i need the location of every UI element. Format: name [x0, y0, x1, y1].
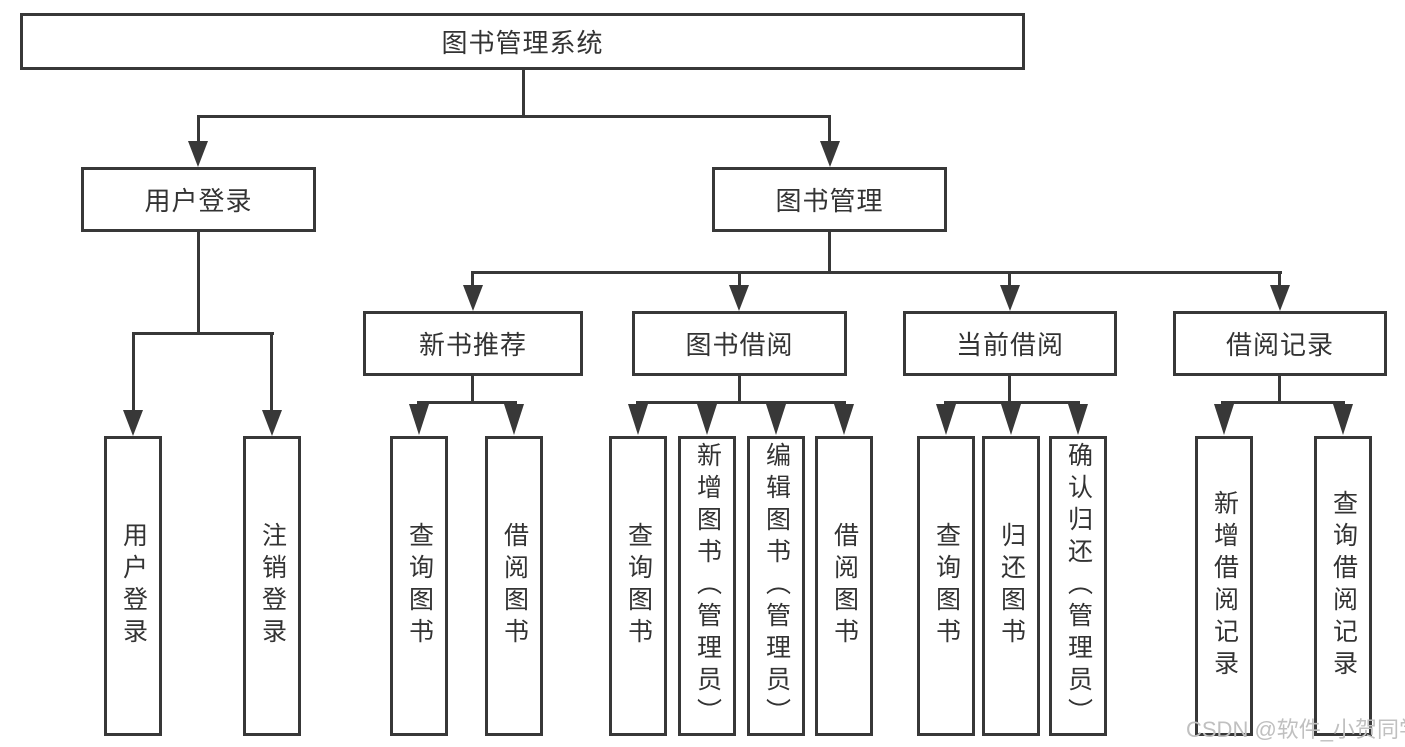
- connector-line: [471, 271, 1282, 274]
- arrow-down-icon: [463, 285, 483, 311]
- connector-line: [1008, 274, 1011, 286]
- leaf-query-books-borrowing-label: 查询图书: [624, 522, 653, 650]
- connector-line: [132, 335, 135, 412]
- node-user-login-label: 用户登录: [144, 186, 253, 216]
- node-current-borrowing-label: 当前借阅: [955, 330, 1064, 360]
- leaf-user-login-label: 用户登录: [119, 522, 148, 650]
- connector-line: [944, 401, 1080, 404]
- leaf-query-books-current-label: 查询图书: [932, 522, 961, 650]
- arrow-down-icon: [820, 141, 840, 167]
- connector-line: [1221, 401, 1345, 404]
- arrow-down-icon: [1000, 285, 1020, 311]
- csdn-watermark: CSDN @软件_小贺同学: [1186, 717, 1405, 742]
- leaf-logout-label: 注销登录: [258, 522, 287, 650]
- leaf-query-borrow-record-label: 查询借阅记录: [1329, 490, 1358, 682]
- arrow-down-icon: [697, 404, 717, 435]
- leaf-user-login: 用户登录: [104, 436, 162, 736]
- connector-line: [738, 274, 741, 286]
- connector-line: [471, 376, 474, 404]
- connector-line: [828, 118, 831, 143]
- connector-line: [738, 376, 741, 404]
- node-new-book-recommend-label: 新书推荐: [418, 330, 527, 360]
- connector-line: [1008, 376, 1011, 404]
- node-book-management: 图书管理: [712, 167, 947, 232]
- arrow-down-icon: [729, 285, 749, 311]
- leaf-confirm-return-admin: 确认归还（管理员）: [1049, 436, 1107, 736]
- leaf-confirm-return-admin-label: 确认归还（管理员）: [1064, 442, 1093, 730]
- leaf-borrow-books-borrowing-label: 借阅图书: [830, 522, 859, 650]
- leaf-query-books-recommend: 查询图书: [390, 436, 448, 736]
- connector-line: [417, 401, 517, 404]
- leaf-query-borrow-record: 查询借阅记录: [1314, 436, 1372, 736]
- connector-line: [471, 274, 474, 286]
- connector-line: [1278, 274, 1281, 286]
- node-new-book-recommend: 新书推荐: [363, 311, 583, 376]
- leaf-borrow-books-recommend: 借阅图书: [485, 436, 543, 736]
- leaf-return-books-label: 归还图书: [997, 522, 1026, 650]
- node-current-borrowing: 当前借阅: [903, 311, 1117, 376]
- arrow-down-icon: [834, 404, 854, 435]
- connector-line: [1278, 376, 1281, 404]
- arrow-down-icon: [936, 404, 956, 435]
- leaf-borrow-books-borrowing: 借阅图书: [815, 436, 873, 736]
- leaf-add-borrow-record-label: 新增借阅记录: [1210, 490, 1239, 682]
- arrow-down-icon: [628, 404, 648, 435]
- arrow-down-icon: [262, 410, 282, 436]
- arrow-down-icon: [1214, 404, 1234, 435]
- connector-line: [197, 118, 200, 143]
- leaf-query-books-recommend-label: 查询图书: [405, 522, 434, 650]
- node-library-system: 图书管理系统: [20, 13, 1025, 70]
- arrow-down-icon: [188, 141, 208, 167]
- node-borrowing-records: 借阅记录: [1173, 311, 1387, 376]
- connector-line: [197, 115, 831, 118]
- node-book-borrowing-label: 图书借阅: [685, 330, 794, 360]
- leaf-query-books-current: 查询图书: [917, 436, 975, 736]
- arrow-down-icon: [1333, 404, 1353, 435]
- connector-line: [522, 70, 525, 118]
- node-book-management-label: 图书管理: [775, 186, 884, 216]
- arrow-down-icon: [409, 404, 429, 435]
- node-library-system-label: 图书管理系统: [441, 28, 604, 58]
- connector-line: [636, 401, 846, 404]
- connector-line: [132, 332, 274, 335]
- leaf-add-borrow-record: 新增借阅记录: [1195, 436, 1253, 736]
- arrow-down-icon: [123, 410, 143, 436]
- node-borrowing-records-label: 借阅记录: [1225, 330, 1334, 360]
- leaf-logout: 注销登录: [243, 436, 301, 736]
- node-user-login: 用户登录: [81, 167, 316, 232]
- arrow-down-icon: [1270, 285, 1290, 311]
- connector-line: [270, 335, 273, 412]
- leaf-return-books: 归还图书: [982, 436, 1040, 736]
- leaf-borrow-books-recommend-label: 借阅图书: [500, 522, 529, 650]
- leaf-edit-book-admin-label: 编辑图书（管理员）: [762, 442, 791, 730]
- connector-line: [828, 232, 831, 274]
- leaf-query-books-borrowing: 查询图书: [609, 436, 667, 736]
- arrow-down-icon: [1001, 404, 1021, 435]
- arrow-down-icon: [766, 404, 786, 435]
- leaf-edit-book-admin: 编辑图书（管理员）: [747, 436, 805, 736]
- node-book-borrowing: 图书借阅: [632, 311, 847, 376]
- leaf-add-book-admin-label: 新增图书（管理员）: [693, 442, 722, 730]
- arrow-down-icon: [1068, 404, 1088, 435]
- connector-line: [197, 232, 200, 335]
- leaf-add-book-admin: 新增图书（管理员）: [678, 436, 736, 736]
- arrow-down-icon: [504, 404, 524, 435]
